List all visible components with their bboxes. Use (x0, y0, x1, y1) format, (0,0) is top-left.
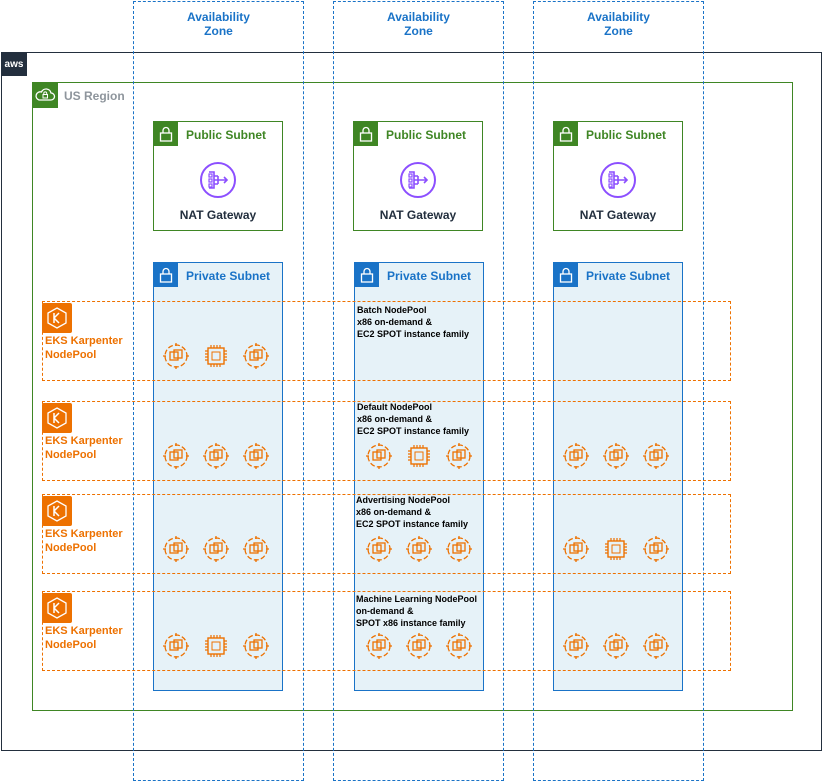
ec2-spot-instance-icon (162, 342, 190, 370)
ec2-spot-instance-icon (242, 442, 270, 470)
private-subnet-2: Private Subnet (354, 262, 484, 691)
private-subnet-title: Private Subnet (186, 269, 271, 283)
eks-karpenter-icon (42, 496, 72, 526)
az-label: Availability Zone (587, 10, 650, 38)
nat-gateway-label: NAT Gateway (179, 208, 257, 222)
eks-karpenter-icon (42, 593, 72, 623)
region-label: US Region (64, 89, 125, 103)
nodepool-default (42, 401, 731, 481)
ec2-spot-instance-icon (242, 535, 270, 563)
az-label: Availability Zone (387, 10, 450, 38)
public-subnet-title: Public Subnet (386, 128, 467, 142)
nodepool-batch (42, 301, 731, 381)
public-subnet-title: Public Subnet (586, 128, 667, 142)
ec2-spot-instance-icon (162, 535, 190, 563)
lock-icon (354, 262, 379, 287)
nat-gateway-label: NAT Gateway (579, 208, 657, 222)
ec2-spot-instance-icon (405, 632, 433, 660)
nodepool-label: EKS Karpenter NodePool (45, 625, 123, 651)
ec2-spot-instance-icon (162, 442, 190, 470)
az-label: Availability Zone (187, 10, 250, 38)
ec2-spot-instance-icon (642, 535, 670, 563)
ec2-ondemand-instance-icon (202, 342, 230, 370)
lock-icon (553, 121, 578, 146)
nodepool-label: EKS Karpenter NodePool (45, 528, 123, 554)
aws-logo-icon: aws (1, 52, 27, 76)
availability-zone-1: Availability Zone (133, 1, 304, 781)
nodepool-advertising (42, 494, 731, 574)
availability-zone-3: Availability Zone (533, 1, 704, 781)
lock-icon (353, 121, 378, 146)
lock-icon (153, 121, 178, 146)
ec2-spot-instance-icon (642, 632, 670, 660)
private-subnet-3: Private Subnet (553, 262, 683, 691)
nat-gateway-icon (200, 162, 236, 198)
ec2-spot-instance-icon (562, 632, 590, 660)
public-subnet-title: Public Subnet (186, 128, 267, 142)
nodepool-description: Batch NodePool x86 on-demand & EC2 SPOT … (357, 305, 470, 339)
nat-gateway-icon (400, 162, 436, 198)
ec2-ondemand-instance-icon (202, 632, 230, 660)
public-subnet-1: Public Subnet NAT Gateway (153, 121, 283, 231)
nodepool-description: Default NodePool x86 on-demand & EC2 SPO… (357, 402, 470, 436)
public-subnet-3: Public Subnet NAT Gateway (553, 121, 683, 231)
public-subnet-2: Public Subnet NAT Gateway (353, 121, 483, 231)
lock-icon (553, 262, 578, 287)
ec2-spot-instance-icon (365, 632, 393, 660)
ec2-spot-instance-icon (562, 535, 590, 563)
ec2-spot-instance-icon (445, 535, 473, 563)
ec2-spot-instance-icon (405, 535, 433, 563)
ec2-spot-instance-icon (202, 535, 230, 563)
ec2-spot-instance-icon (162, 632, 190, 660)
nat-gateway-icon (600, 162, 636, 198)
ec2-spot-instance-icon (242, 342, 270, 370)
lock-icon (153, 262, 178, 287)
private-subnet-title: Private Subnet (387, 269, 472, 283)
ec2-spot-instance-icon (202, 442, 230, 470)
nodepool-machine-learning (42, 591, 731, 671)
private-subnet-title: Private Subnet (586, 269, 671, 283)
eks-karpenter-icon (42, 403, 72, 433)
nodepool-label: EKS Karpenter NodePool (45, 335, 123, 361)
ec2-spot-instance-icon (602, 442, 630, 470)
ec2-spot-instance-icon (445, 632, 473, 660)
nodepool-label: EKS Karpenter NodePool (45, 435, 123, 461)
ec2-spot-instance-icon (445, 442, 473, 470)
nat-gateway-label: NAT Gateway (379, 208, 457, 222)
ec2-spot-instance-icon (365, 535, 393, 563)
region-cloud-icon (32, 82, 58, 108)
private-subnet-1: Private Subnet (153, 262, 283, 691)
ec2-ondemand-instance-icon (602, 535, 630, 563)
ec2-spot-instance-icon (642, 442, 670, 470)
ec2-spot-instance-icon (562, 442, 590, 470)
us-region (32, 82, 793, 711)
ec2-spot-instance-icon (365, 442, 393, 470)
eks-karpenter-icon (42, 303, 72, 333)
ec2-spot-instance-icon (242, 632, 270, 660)
aws-cloud-frame (1, 52, 822, 751)
availability-zone-2: Availability Zone (333, 1, 504, 781)
ec2-spot-instance-icon (602, 632, 630, 660)
ec2-ondemand-instance-icon (405, 442, 433, 470)
nodepool-description: Machine Learning NodePool on-demand & SP… (356, 594, 478, 628)
nodepool-description: Advertising NodePool x86 on-demand & EC2… (356, 495, 469, 529)
